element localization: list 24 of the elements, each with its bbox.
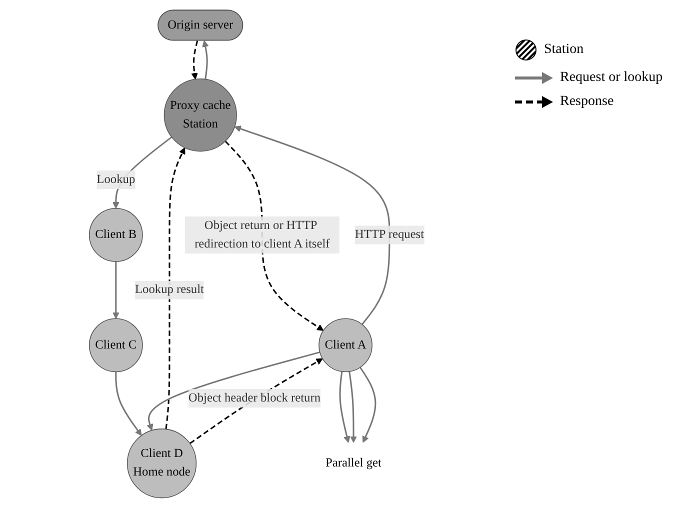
arrow	[202, 40, 210, 80]
arrow	[112, 262, 120, 319]
arrow	[360, 366, 376, 443]
legend-text: Station	[544, 42, 584, 58]
arrow	[234, 126, 391, 325]
arrow	[348, 371, 358, 443]
node-circle: Client B	[89, 208, 144, 262]
edge-label: Object header block return	[188, 391, 321, 404]
arrow	[340, 371, 351, 443]
arrow	[115, 372, 142, 436]
arrow	[165, 147, 186, 430]
arrow	[191, 40, 198, 80]
node-circle: Proxy cache Station	[164, 78, 238, 152]
node-text: Parallel get	[326, 456, 382, 470]
legend-text: Response	[560, 94, 614, 110]
arrow	[147, 351, 320, 431]
edge-label: Object return or HTTP redirection to client A itself	[194, 218, 330, 250]
edge-label: HTTP request	[355, 228, 424, 242]
node-circle: Client C	[89, 318, 144, 372]
edge-label: Lookup result	[135, 283, 204, 296]
node-circle: Client A	[318, 318, 373, 372]
node-circle: Client D Home node	[127, 428, 197, 498]
legend-text: Request or lookup	[560, 70, 663, 86]
edge-label: Lookup	[96, 172, 136, 186]
